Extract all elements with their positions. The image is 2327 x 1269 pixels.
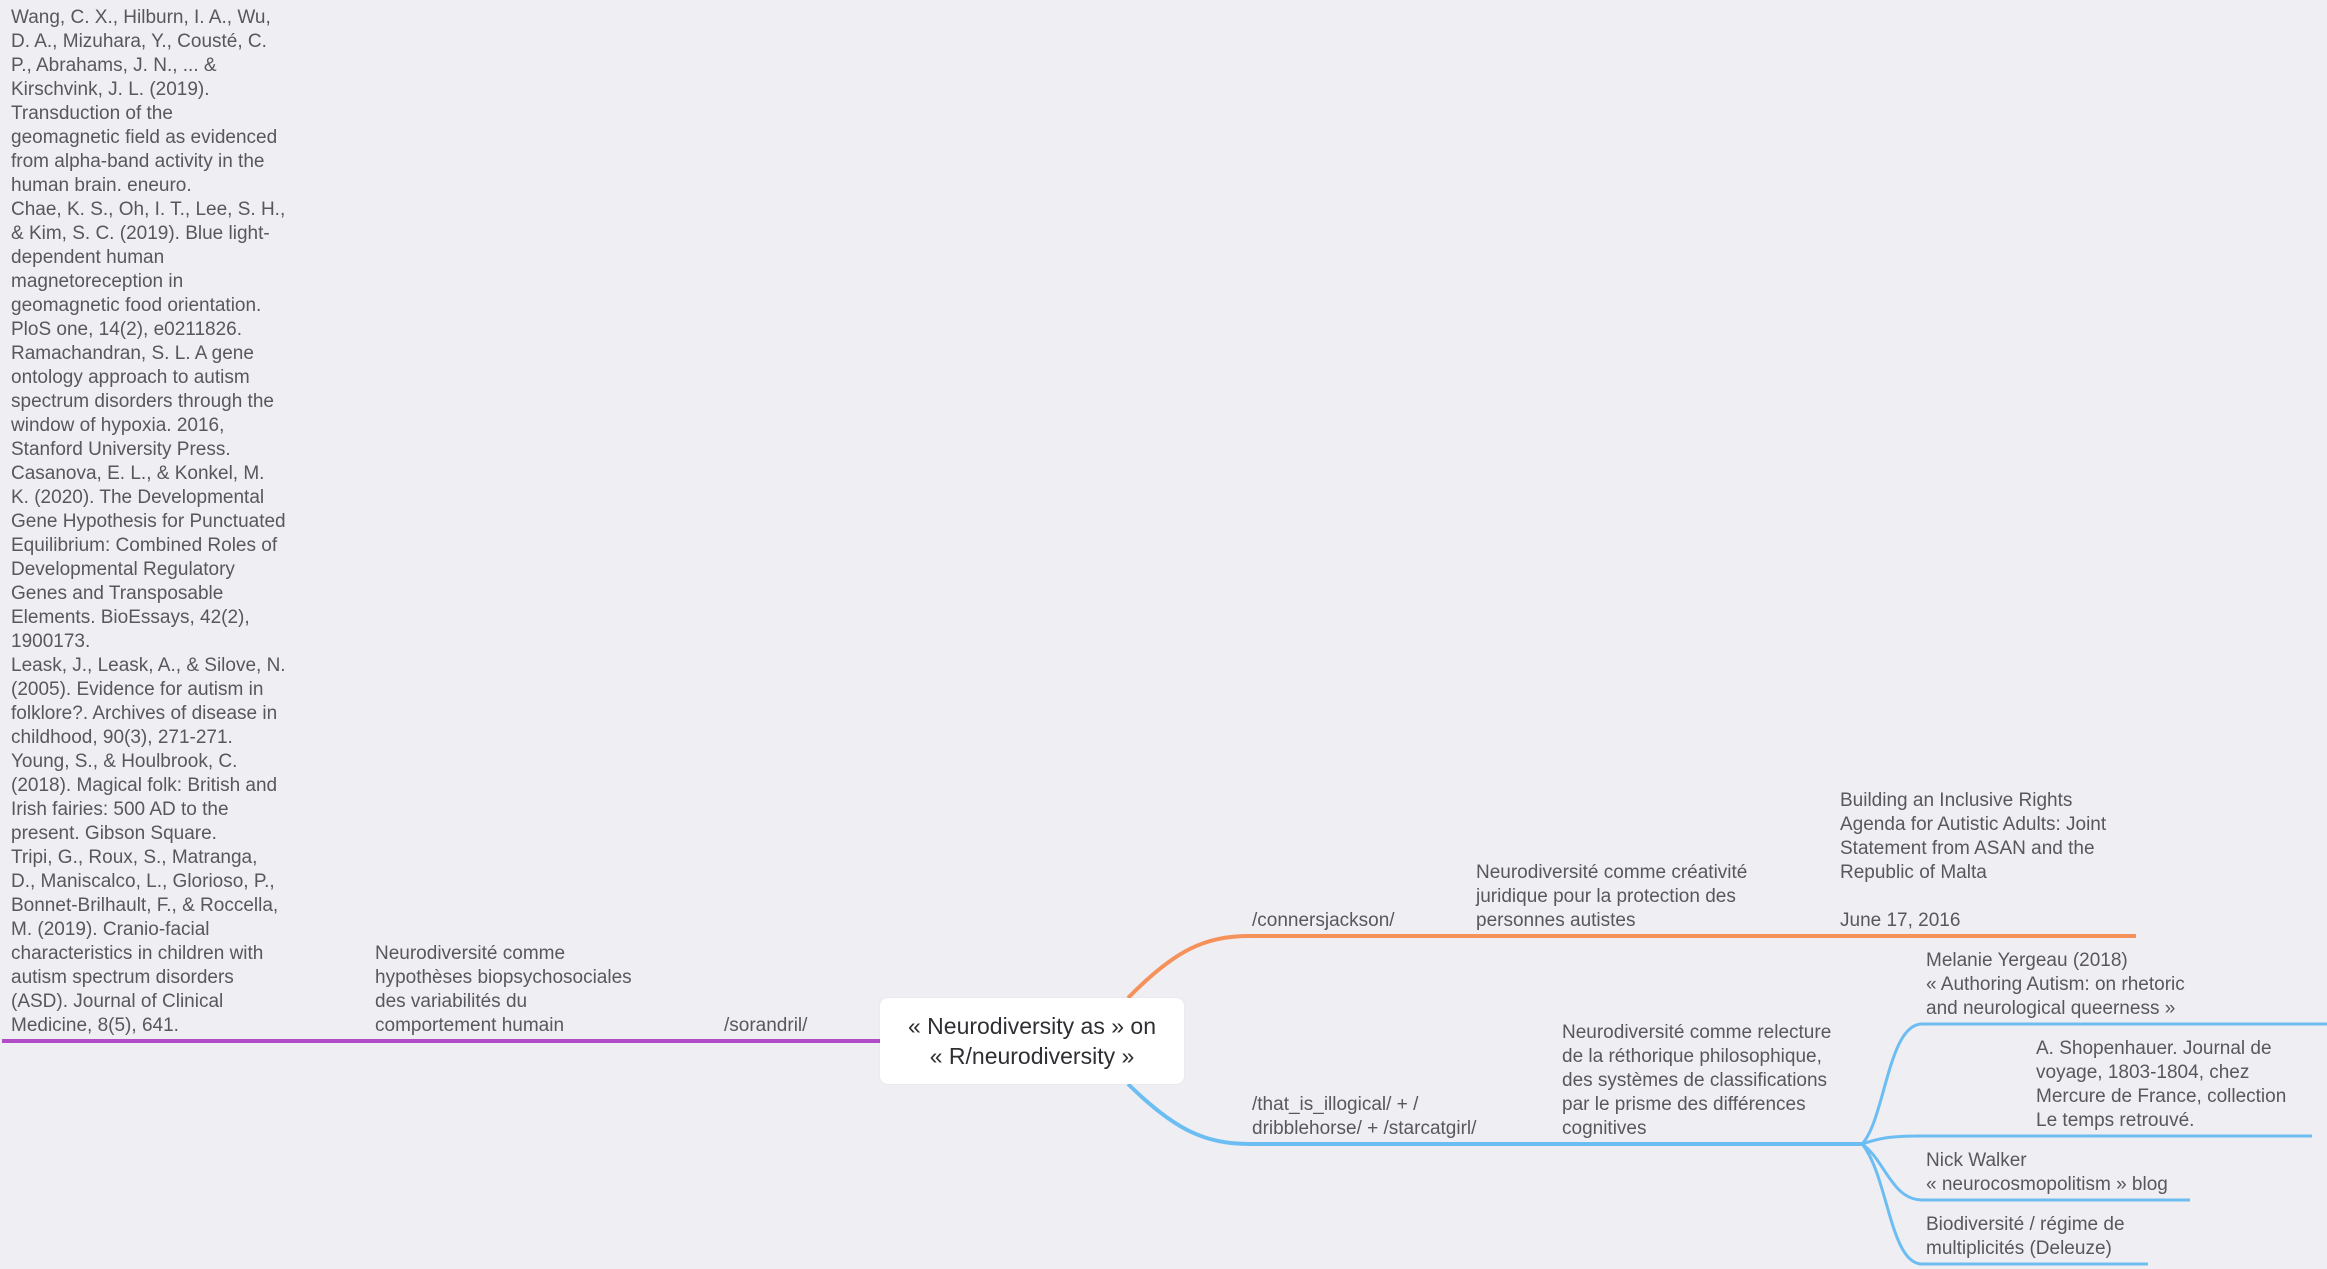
reference-nick-walker[interactable]: Nick Walker « neurocosmopolitism » blog (1926, 1150, 2168, 1195)
user-sorandril[interactable]: /sorandril/ (724, 1015, 808, 1036)
references-left-list[interactable]: Wang, C. X., Hilburn, I. A., Wu, D. A., … (11, 7, 286, 1036)
topic-philosophical-rhetoric[interactable]: Neurodiversité comme relecture de la rét… (1562, 1022, 1832, 1139)
topic-juridical-creativity[interactable]: Neurodiversité comme créativité juridiqu… (1476, 862, 1748, 931)
connector-blue-fork-deleuze (1860, 1143, 2148, 1266)
connector-blue-fork-yergeau (1860, 1022, 2327, 1146)
reference-shopenhauer[interactable]: A. Shopenhauer. Journal de voyage, 1803-… (2036, 1038, 2287, 1131)
connector-orange-curve (1126, 934, 2136, 1000)
connector-blue-curve (1126, 1082, 1862, 1146)
user-connersjackson[interactable]: /connersjackson/ (1252, 910, 1395, 931)
reference-asan-malta[interactable]: Building an Inclusive Rights Agenda for … (1840, 790, 2107, 931)
root-node[interactable]: « Neurodiversity as » on « R/neurodivers… (880, 998, 1184, 1084)
connector-blue-fork-shopenhauer (1861, 1134, 2312, 1146)
users-illogical-dribblehorse-starcatgirl[interactable]: /that_is_illogical/ + / dribblehorse/ + … (1252, 1094, 1477, 1139)
reference-yergeau[interactable]: Melanie Yergeau (2018) « Authoring Autis… (1926, 950, 2185, 1019)
reference-deleuze[interactable]: Biodiversité / régime de multiplicités (… (1926, 1214, 2125, 1259)
topic-biopsychosocial[interactable]: Neurodiversité comme hypothèses biopsych… (375, 943, 632, 1036)
connector-blue-fork-walker (1861, 1142, 2190, 1202)
